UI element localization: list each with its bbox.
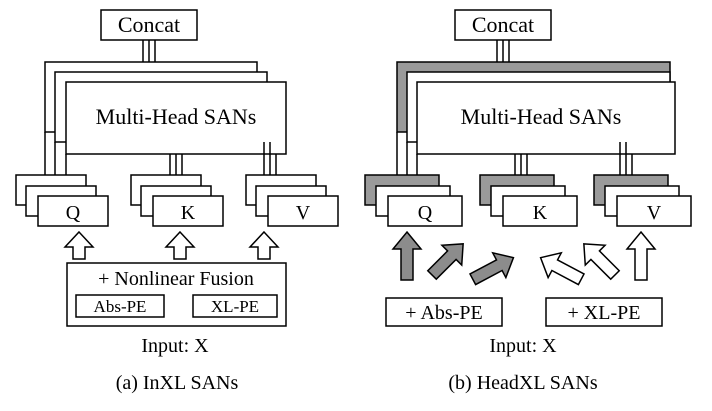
- headxl-caption: (b) HeadXL SANs: [448, 372, 597, 394]
- inxl-multihead-stack: Multi-Head SANs: [44, 61, 287, 155]
- headxl-xl-arrow-2: [583, 243, 621, 281]
- headxl-q-stack: Q: [364, 174, 463, 227]
- inxl-k-stack: K: [130, 174, 224, 227]
- inxl-diagram: Concat Multi-Head SANs Q: [15, 9, 339, 394]
- headxl-k-stack: K: [479, 174, 578, 227]
- headxl-input-label: Input: X: [489, 335, 557, 357]
- headxl-abs-arrow-2: [426, 243, 464, 281]
- inxl-v-label: V: [296, 202, 311, 224]
- headxl-q-label: Q: [418, 202, 433, 224]
- headxl-xl-pe-label: + XL-PE: [568, 302, 641, 324]
- headxl-abs-pe-box: [385, 297, 503, 327]
- inxl-arrow-to-q: [63, 230, 95, 260]
- inxl-v-stack: V: [245, 174, 339, 227]
- inxl-abs-pe-box: [75, 294, 165, 318]
- inxl-fusion-label: + Nonlinear Fusion: [98, 268, 254, 290]
- headxl-abs-pe-label: + Abs-PE: [405, 302, 482, 324]
- headxl-multihead-label: Multi-Head SANs: [461, 104, 622, 129]
- headxl-xl-pe-box: [545, 297, 663, 327]
- headxl-xl-arrow-1: [539, 251, 586, 286]
- inxl-k-label: K: [181, 202, 196, 224]
- headxl-abs-arrow-3: [468, 251, 515, 286]
- headxl-k-label: K: [533, 202, 548, 224]
- headxl-v-label: V: [647, 202, 662, 224]
- inxl-multihead-label: Multi-Head SANs: [96, 104, 257, 129]
- inxl-caption: (a) InXL SANs: [116, 372, 239, 394]
- inxl-input-label: Input: X: [141, 335, 209, 357]
- inxl-fusion-box: + Nonlinear Fusion Abs-PE XL-PE: [66, 262, 287, 327]
- headxl-v-stack: V: [593, 174, 692, 227]
- inxl-xl-pe-label: XL-PE: [211, 297, 259, 316]
- inxl-arrow-to-v: [248, 230, 280, 260]
- inxl-q-stack: Q: [15, 174, 109, 227]
- headxl-diagram: Concat Multi-Head SANs Q: [364, 9, 692, 394]
- headxl-concat-label: Concat: [472, 12, 534, 37]
- headxl-xl-arrow-3: [625, 230, 657, 281]
- inxl-xl-pe-box: [192, 294, 278, 318]
- inxl-abs-pe-label: Abs-PE: [94, 297, 147, 316]
- inxl-q-label: Q: [66, 202, 81, 224]
- inxl-concat-box: Concat: [100, 9, 198, 41]
- headxl-multihead-stack: Multi-Head SANs: [396, 61, 676, 155]
- inxl-concat-label: Concat: [118, 12, 180, 37]
- headxl-abs-arrow-1: [391, 230, 423, 281]
- inxl-arrow-to-k: [164, 230, 196, 260]
- headxl-concat-box: Concat: [454, 9, 552, 41]
